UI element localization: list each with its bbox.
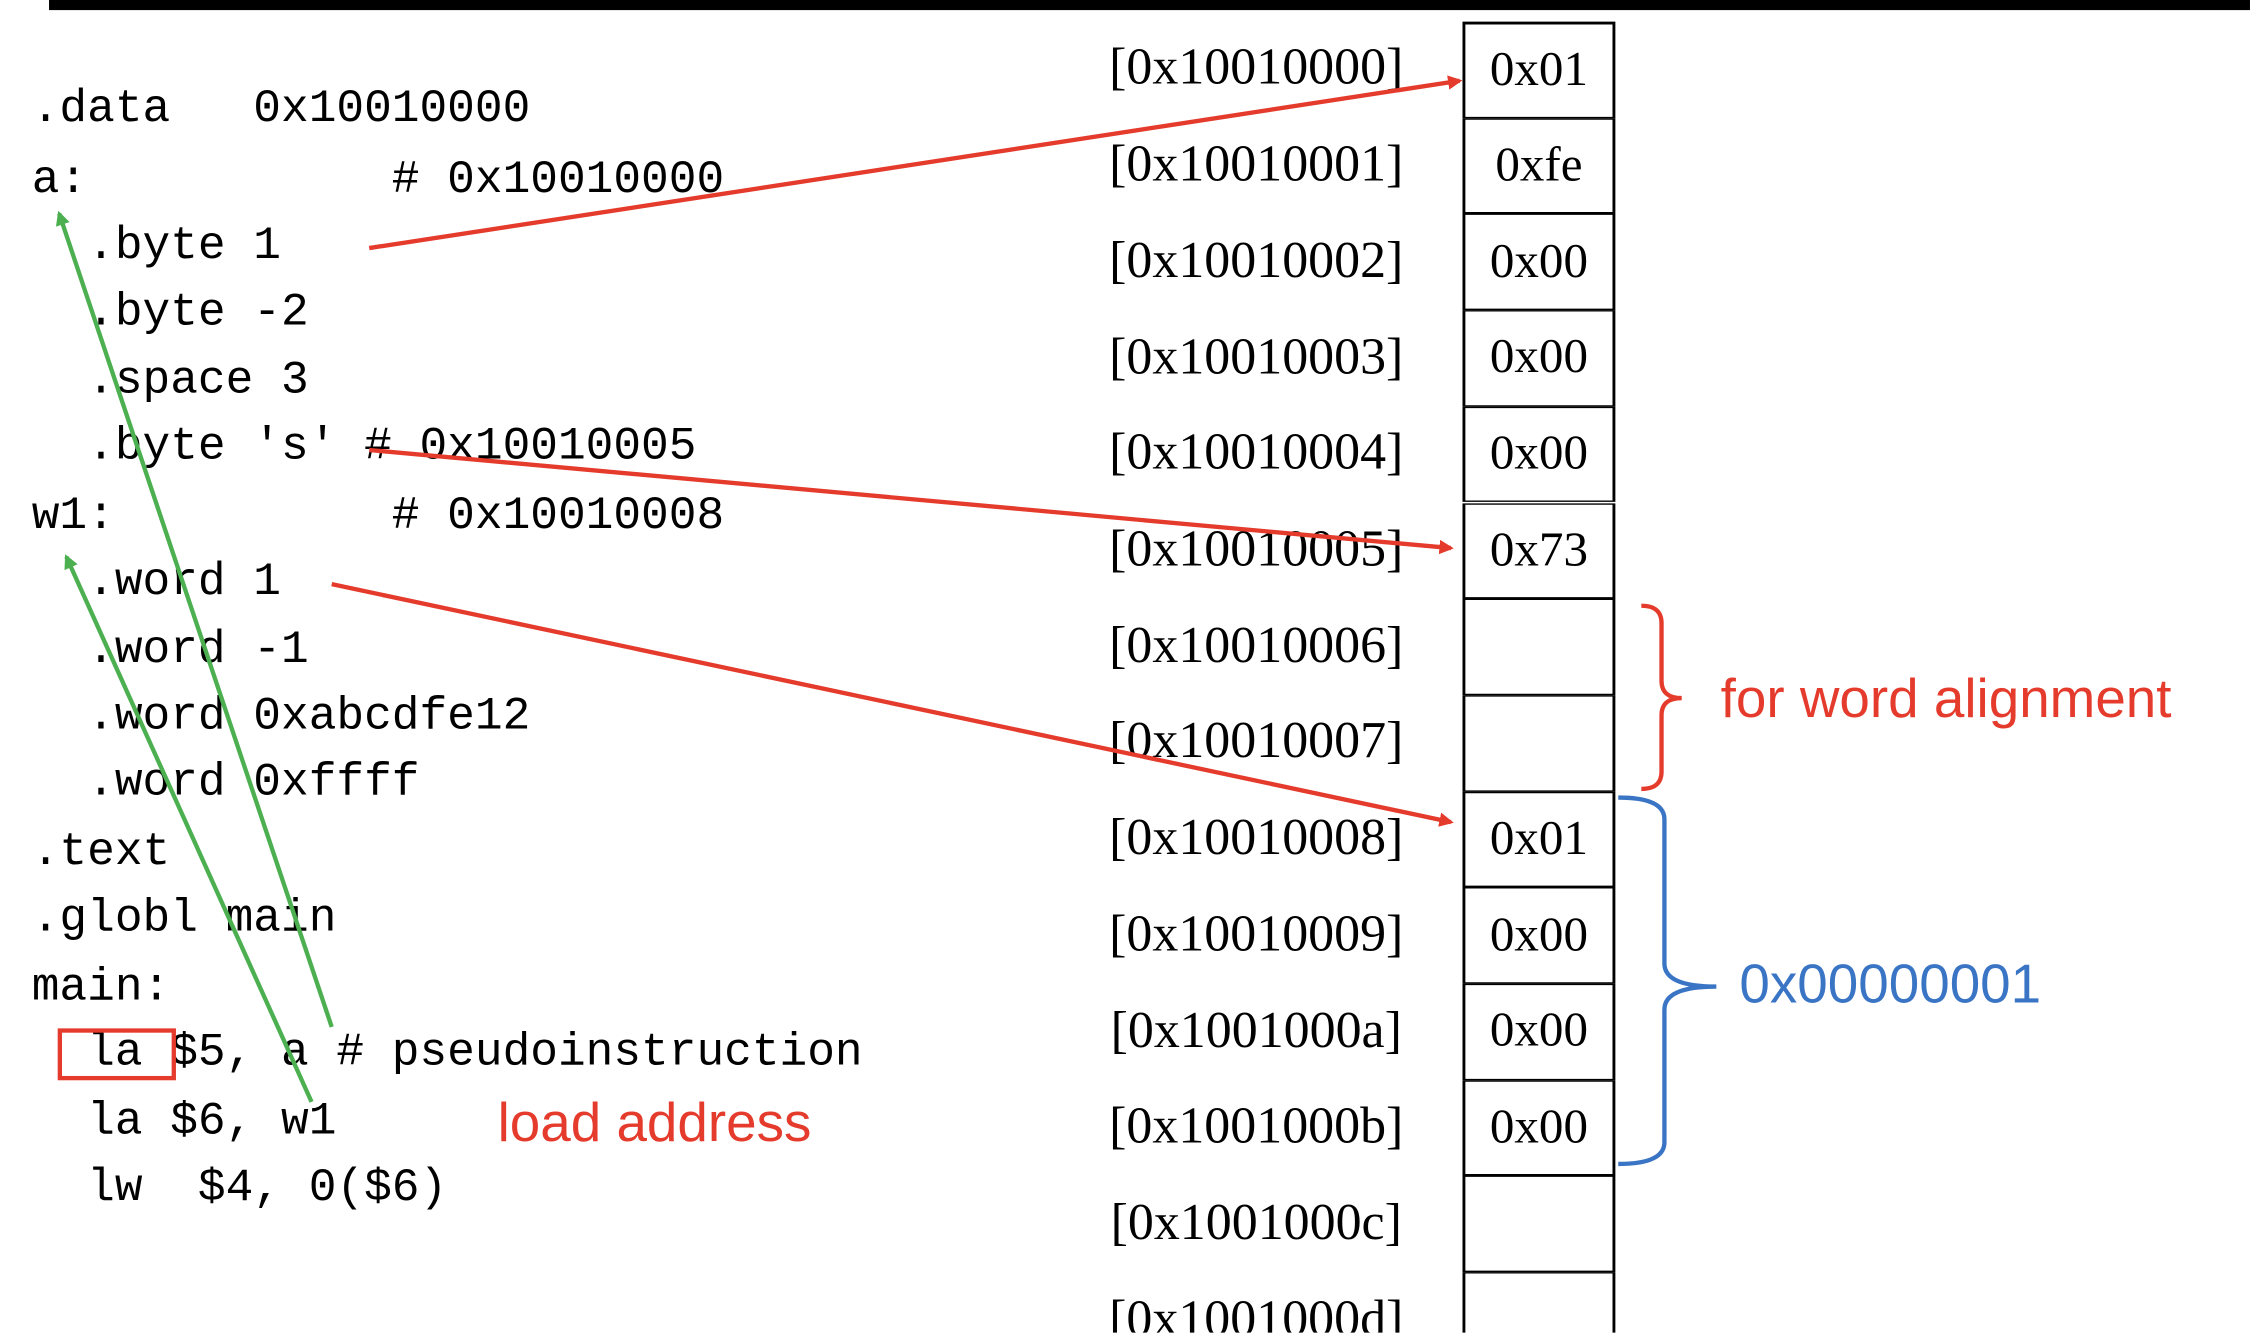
memory-cell: [1462, 695, 1616, 792]
address-label: [0x10010004]: [1109, 422, 1404, 481]
memory-cell: 0x00: [1462, 214, 1616, 311]
word-value-label: 0x00000001: [1739, 954, 2042, 1016]
code-line-lw: lw $4, 0($6): [31, 1161, 448, 1215]
brace-word-value: [1618, 795, 1717, 1167]
code-line-la-a: la $5, a # pseudoinstruction: [31, 1025, 863, 1079]
code-line-space-3: .space 3: [31, 353, 309, 407]
top-border-bar: [49, 0, 2250, 11]
memory-cell: 0x00: [1462, 887, 1616, 984]
memory-cell: [1462, 1176, 1616, 1273]
code-line-byte-neg2: .byte -2: [31, 285, 309, 339]
arrow-la-a-to-label: [55, 210, 334, 1028]
arrow-la-w1-to-label: [64, 554, 314, 1103]
brace-word-alignment: [1641, 603, 1682, 792]
arrow-byte-s-to-cell: [369, 447, 1454, 555]
memory-cell: 0x00: [1462, 1079, 1616, 1177]
address-label: [0x1001000a]: [1110, 1000, 1402, 1059]
memory-cell: 0x00: [1462, 406, 1616, 503]
code-line-globl-main: .globl main: [31, 891, 337, 945]
code-line-word-1: .word 1: [31, 555, 282, 609]
code-line-label-w1: w1: # 0x10010008: [31, 488, 725, 543]
arrow-byte1-to-cell: [368, 75, 1463, 251]
word-alignment-label: for word alignment: [1720, 669, 2172, 730]
address-label: [0x10010003]: [1109, 327, 1404, 386]
memory-cell: [1462, 598, 1616, 696]
memory-cell: 0x00: [1462, 983, 1616, 1080]
address-label: [0x10010002]: [1109, 230, 1404, 289]
code-line-la-w1: la $6, w1: [31, 1094, 337, 1149]
code-line-word-abcdfe12: .word 0xabcdfe12: [31, 689, 531, 743]
memory-cell: 0x01: [1462, 21, 1616, 118]
address-label: [0x10010008]: [1109, 807, 1404, 866]
arrow-word1-to-cell: [331, 582, 1454, 827]
address-label: [0x10010006]: [1109, 615, 1404, 674]
code-line-text-directive: .text: [31, 824, 171, 879]
address-label: [0x10010009]: [1109, 904, 1404, 963]
la-highlight-box: [57, 1028, 176, 1081]
address-label: [0x1001000c]: [1110, 1192, 1402, 1251]
code-line-label-a: a: # 0x10010000: [31, 152, 725, 207]
address-label: [0x1001000b]: [1109, 1096, 1404, 1154]
memory-cell: 0xfe: [1462, 117, 1616, 215]
address-label: [0x10010007]: [1109, 711, 1404, 769]
memory-cell: 0x01: [1462, 791, 1616, 888]
address-label: [0x10010001]: [1109, 134, 1404, 192]
code-line-data-directive: .data 0x10010000: [31, 82, 531, 136]
code-line-word-ffff: .word 0xffff: [31, 755, 420, 810]
load-address-label: load address: [497, 1093, 812, 1154]
address-label: [0x10010000]: [1109, 37, 1404, 96]
code-line-byte-1: .byte 1: [31, 219, 282, 273]
code-line-byte-s: .byte 's' # 0x10010005: [31, 419, 697, 474]
code-line-main-label: main:: [31, 960, 171, 1014]
memory-cell: 0x73: [1462, 502, 1616, 599]
memory-cell: 0x00: [1462, 310, 1616, 407]
memory-cell: [1462, 1272, 1616, 1333]
